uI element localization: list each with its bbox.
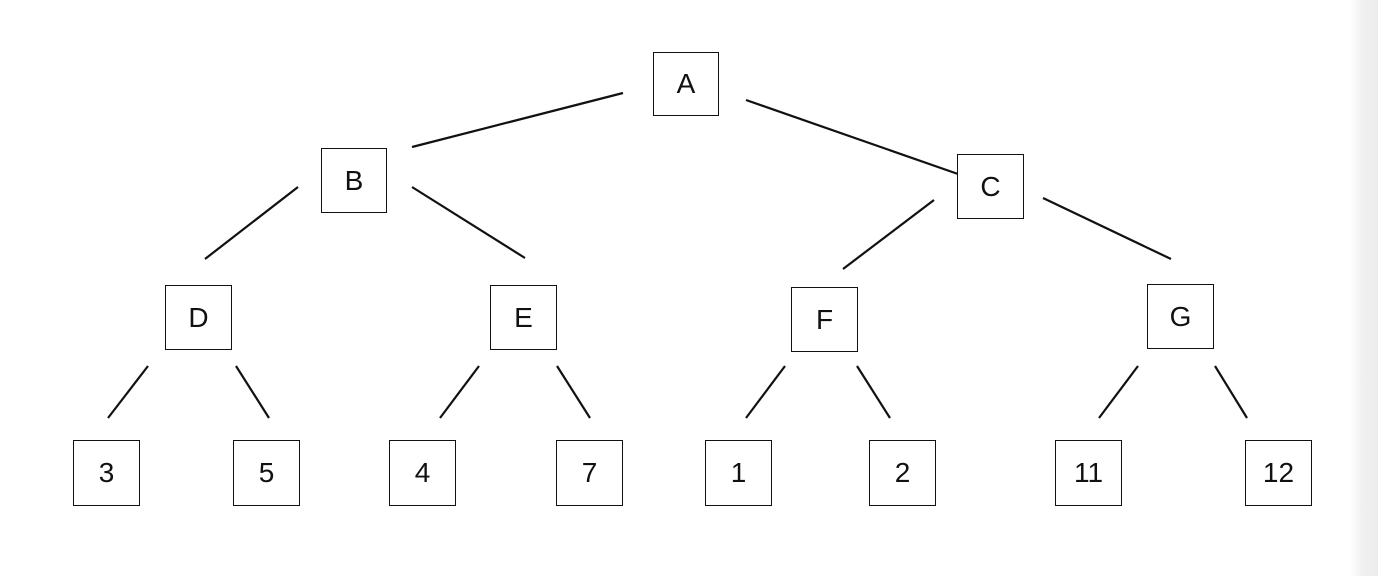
edge-c-f xyxy=(842,199,935,270)
edge-b-d xyxy=(204,186,299,260)
tree-node-a: A xyxy=(653,52,719,116)
tree-leaf-5: 5 xyxy=(233,440,300,506)
tree-leaf-3: 3 xyxy=(73,440,140,506)
edge-e-4 xyxy=(439,365,480,419)
page-edge-shadow xyxy=(1350,0,1378,576)
edge-g-12 xyxy=(1214,365,1248,419)
tree-leaf-2: 2 xyxy=(869,440,936,506)
tree-leaf-1: 1 xyxy=(705,440,772,506)
tree-leaf-7: 7 xyxy=(556,440,623,506)
edge-c-g xyxy=(1042,197,1172,260)
tree-leaf-11: 11 xyxy=(1055,440,1122,506)
tree-leaf-4: 4 xyxy=(389,440,456,506)
tree-node-e: E xyxy=(490,285,557,350)
edge-g-11 xyxy=(1098,365,1139,419)
edge-e-7 xyxy=(556,365,591,419)
edge-a-c xyxy=(745,98,959,176)
edge-f-2 xyxy=(856,365,891,419)
edge-d-3 xyxy=(107,365,149,419)
tree-node-b: B xyxy=(321,148,387,213)
tree-node-f: F xyxy=(791,287,858,352)
edge-f-1 xyxy=(745,365,786,419)
edge-d-5 xyxy=(235,365,270,419)
tree-leaf-12: 12 xyxy=(1245,440,1312,506)
edge-b-e xyxy=(411,186,526,259)
tree-node-c: C xyxy=(957,154,1024,219)
tree-node-d: D xyxy=(165,285,232,350)
tree-node-g: G xyxy=(1147,284,1214,349)
edge-a-b xyxy=(411,91,624,149)
